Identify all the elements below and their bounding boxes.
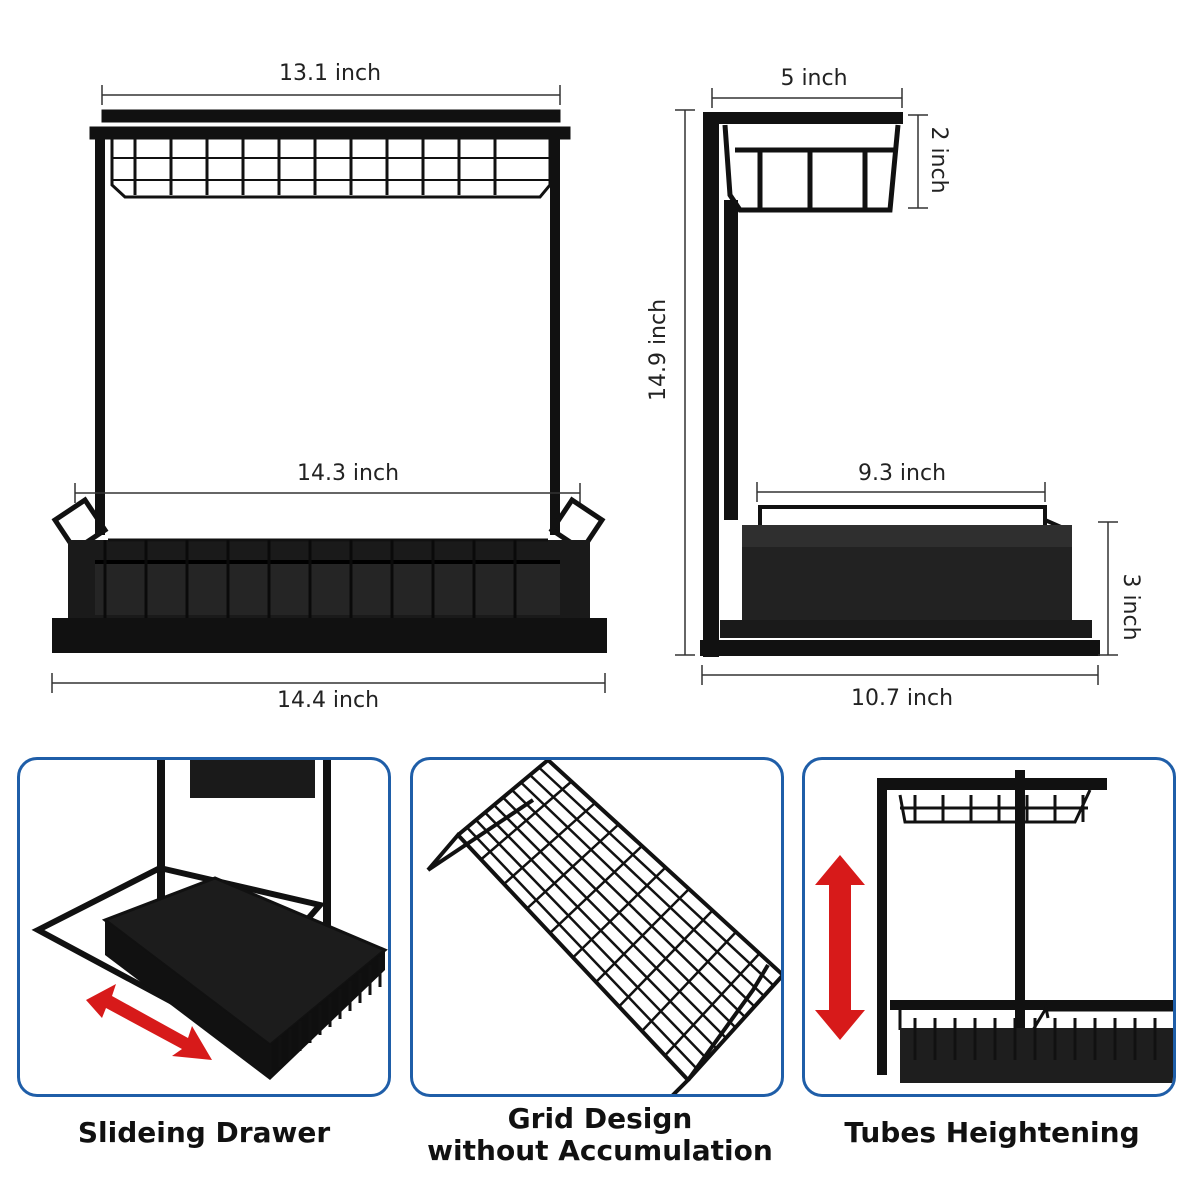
total-height-dimension [675,109,695,656]
inner-width-dimension [74,483,581,503]
basket-height-label: 2 inch [926,126,951,193]
drawer-wires [268,957,382,1075]
grid-wire [595,888,690,983]
drawer-height-dimension [1098,521,1118,656]
grid-wire [664,952,761,1057]
grid-basket-illustration [426,760,781,1094]
bottom-basket [51,496,607,653]
basket-height-dimension [908,114,928,209]
top-width-label: 13.1 inch [279,61,381,86]
top-basket-wires [133,127,497,195]
base-depth-dimension [701,665,1099,685]
feature-panel-sliding-drawer [17,757,391,1097]
feature-panel-tubes-heightening [802,757,1176,1097]
top-depth-label: 5 inch [780,66,847,91]
caption-grid-design: Grid Design without Accumulation [400,1102,800,1168]
feature-panel-grid-design [410,757,784,1097]
bottom-basket-wires [103,540,517,618]
base-width-dimension [51,673,606,693]
caption-tubes-heightening-text: Tubes Heightening [844,1116,1140,1149]
top-width-dimension [101,85,561,105]
side-drawer [720,505,1092,638]
side-frame [700,112,1100,657]
top-depth-dimension [711,88,903,108]
grid-wire [641,931,737,1032]
inner-width-label: 14.3 inch [297,461,399,486]
total-height-label: 14.9 inch [646,299,671,401]
grid-wire [480,780,573,861]
side-top-basket [722,124,901,213]
bottom-basket-wires [913,1018,1157,1060]
double-arrow-horizontal-icon [86,984,212,1060]
drawer-height-label: 3 inch [1118,573,1143,640]
tubes-heightening-illustration [815,770,1173,1083]
caption-sliding-drawer-text: Slideing Drawer [77,1116,331,1149]
front-view: 13.1 inch 14.3 inch [51,61,607,713]
caption-grid-design-line1: Grid Design [507,1102,693,1135]
sliding-drawer-illustration [31,760,388,1080]
base-depth-label: 10.7 inch [851,686,953,711]
front-uprights [95,135,560,535]
grid-wire [549,845,643,934]
top-basket [89,109,571,199]
caption-grid-design-line2: without Accumulation [427,1134,773,1168]
drawer-depth-dimension [756,482,1046,502]
grid-wires [466,766,775,1071]
double-arrow-vertical-icon [815,855,865,1040]
grid-wire [503,802,596,885]
side-view: 5 inch 2 inch 14.9 inch [646,66,1143,711]
grid-wire [526,823,620,910]
caption-tubes-heightening: Tubes Heightening [802,1116,1182,1149]
grid-wire [572,866,667,959]
grid-wire [618,909,714,1008]
base-width-label: 14.4 inch [277,688,379,713]
top-basket-wires [913,795,1085,822]
caption-sliding-drawer: Slideing Drawer [17,1116,391,1149]
drawer-depth-label: 9.3 inch [858,461,946,486]
